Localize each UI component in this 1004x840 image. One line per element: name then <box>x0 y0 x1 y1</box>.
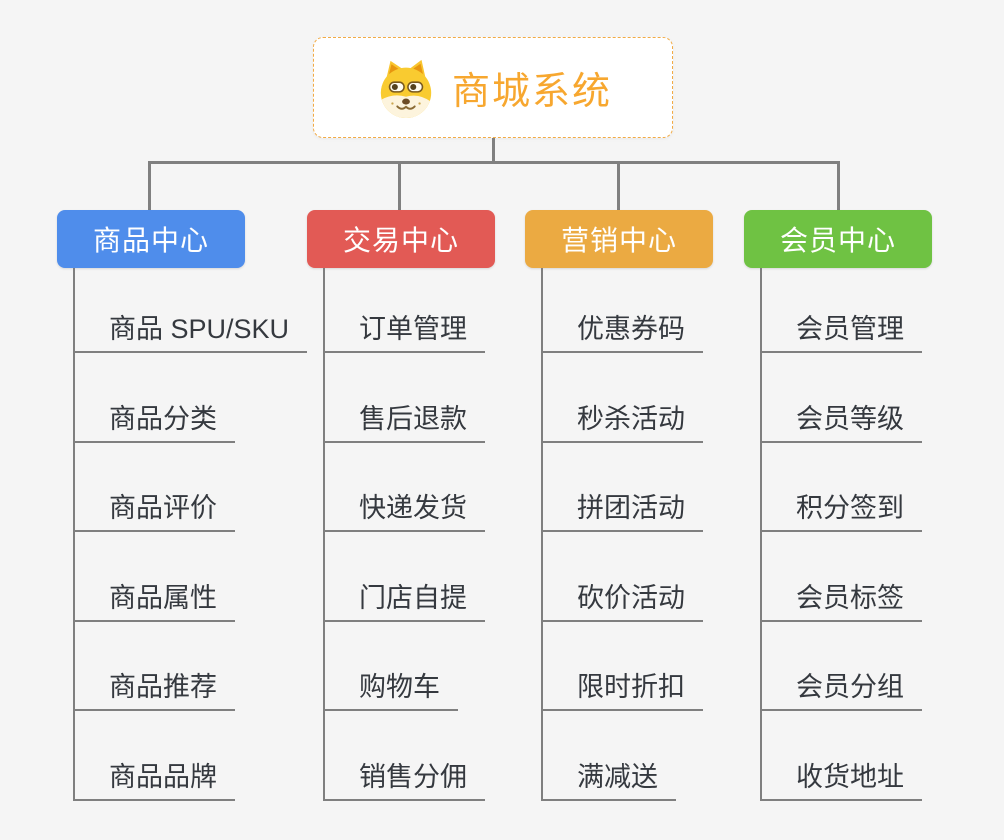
branch-node-member-center[interactable]: 会员中心 <box>744 210 932 268</box>
branch-column-trade-center: 交易中心 订单管理 售后退款 快递发货 门店自提 购物车 销售分佣 <box>307 210 495 801</box>
branch-node-trade-center[interactable]: 交易中心 <box>307 210 495 268</box>
branch-drop-connector <box>617 161 620 211</box>
leaf-node[interactable]: 砍价活动 <box>543 532 703 622</box>
root-title: 商城系统 <box>451 71 612 113</box>
leaf-node[interactable]: 会员等级 <box>762 353 922 443</box>
leaf-node[interactable]: 门店自提 <box>325 532 485 622</box>
leaf-node[interactable]: 积分签到 <box>762 443 922 532</box>
branch-children-group: 订单管理 售后退款 快递发货 门店自提 购物车 销售分佣 <box>323 268 485 801</box>
root-stem-connector <box>492 138 495 163</box>
leaf-node[interactable]: 商品 SPU/SKU <box>75 268 308 353</box>
branch-node-marketing-center[interactable]: 营销中心 <box>525 210 713 268</box>
branch-label: 营销中心 <box>560 225 677 256</box>
leaf-node[interactable]: 购物车 <box>325 622 458 711</box>
leaf-node[interactable]: 商品分类 <box>75 353 235 443</box>
leaf-node[interactable]: 商品评价 <box>75 443 235 532</box>
branch-children-group: 会员管理 会员等级 积分签到 会员标签 会员分组 收货地址 <box>760 268 922 801</box>
leaf-node[interactable]: 售后退款 <box>325 353 485 443</box>
leaf-node[interactable]: 会员管理 <box>762 268 922 353</box>
branch-label: 会员中心 <box>779 225 896 256</box>
leaf-node[interactable]: 商品品牌 <box>75 711 235 801</box>
branch-column-member-center: 会员中心 会员管理 会员等级 积分签到 会员标签 会员分组 收货地址 <box>744 210 932 801</box>
leaf-node[interactable]: 会员分组 <box>762 622 922 711</box>
leaf-node[interactable]: 拼团活动 <box>543 443 703 532</box>
branch-drop-connector <box>837 161 840 211</box>
leaf-node[interactable]: 商品属性 <box>75 532 235 622</box>
branch-label: 交易中心 <box>342 225 459 256</box>
leaf-node[interactable]: 商品推荐 <box>75 622 235 711</box>
leaf-node[interactable]: 限时折扣 <box>543 622 703 711</box>
leaf-node[interactable]: 会员标签 <box>762 532 922 622</box>
leaf-node[interactable]: 快递发货 <box>325 443 485 532</box>
branch-label: 商品中心 <box>92 225 209 256</box>
doge-face-icon <box>374 57 438 119</box>
branch-node-product-center[interactable]: 商品中心 <box>57 210 245 268</box>
branches-connector-line <box>148 161 840 164</box>
branch-drop-connector <box>148 161 151 211</box>
leaf-node[interactable]: 收货地址 <box>762 711 922 801</box>
leaf-node[interactable]: 秒杀活动 <box>543 353 703 443</box>
root-node[interactable]: 商城系统 <box>313 37 673 138</box>
branch-column-product-center: 商品中心 商品 SPU/SKU 商品分类 商品评价 商品属性 商品推荐 商品品牌 <box>57 210 308 801</box>
leaf-node[interactable]: 订单管理 <box>325 268 485 353</box>
leaf-node[interactable]: 优惠券码 <box>543 268 703 353</box>
leaf-node[interactable]: 销售分佣 <box>325 711 485 801</box>
branch-column-marketing-center: 营销中心 优惠券码 秒杀活动 拼团活动 砍价活动 限时折扣 满减送 <box>525 210 713 801</box>
branch-children-group: 商品 SPU/SKU 商品分类 商品评价 商品属性 商品推荐 商品品牌 <box>73 268 308 801</box>
branch-drop-connector <box>398 161 401 211</box>
branch-children-group: 优惠券码 秒杀活动 拼团活动 砍价活动 限时折扣 满减送 <box>541 268 703 801</box>
leaf-node[interactable]: 满减送 <box>543 711 676 801</box>
